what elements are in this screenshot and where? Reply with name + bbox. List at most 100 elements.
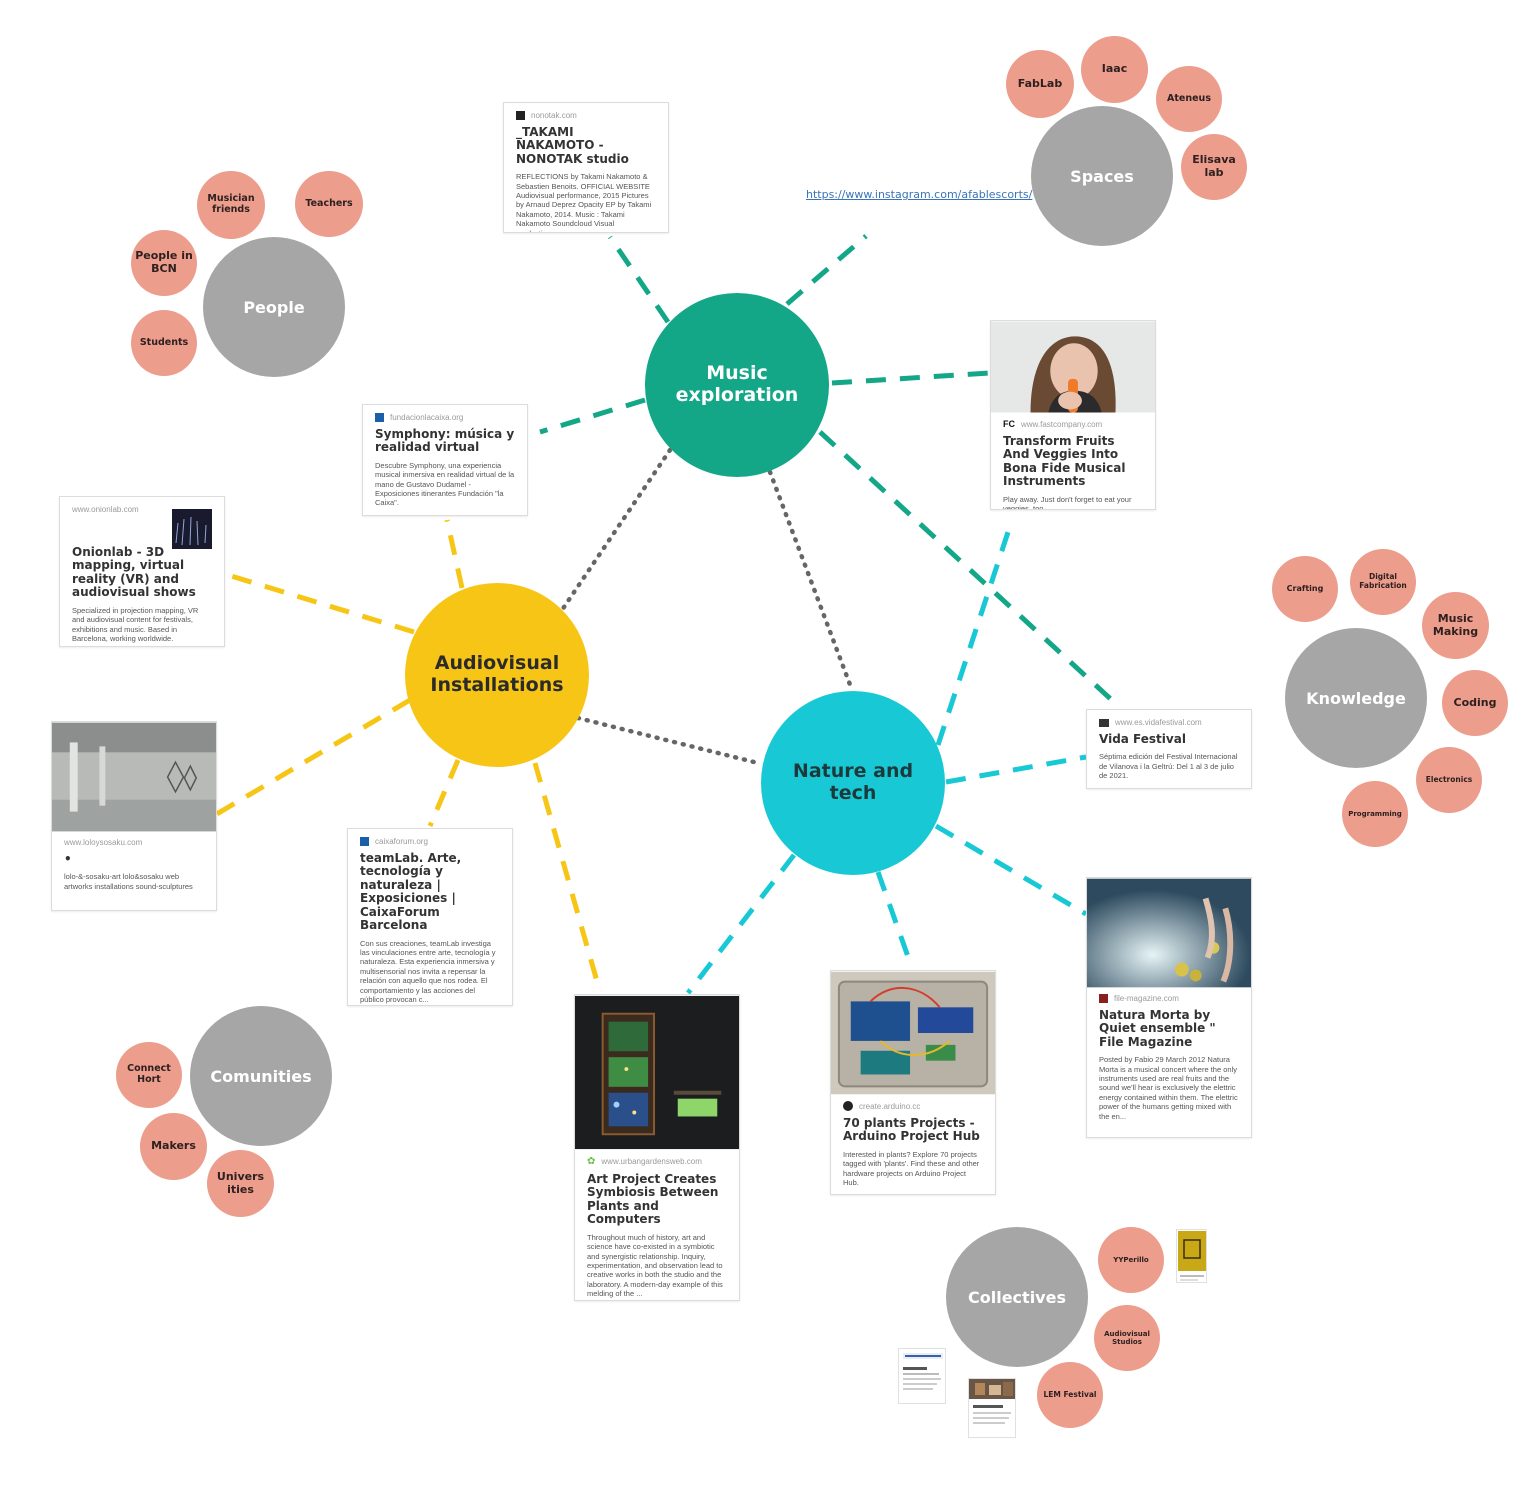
hub-nature-and-tech[interactable]: Nature and tech [761, 691, 945, 875]
item-label: Makers [151, 1139, 196, 1153]
group-spaces-label: Spaces [1070, 166, 1134, 186]
collectives-item-yyperillo[interactable]: YYPerillo [1098, 1227, 1164, 1293]
knowledge-item-crafting[interactable]: Crafting [1272, 556, 1338, 622]
card-nonotak[interactable]: nonotak.com _TAKAMI NAKAMOTO - NONOTAK s… [503, 102, 669, 233]
card-teamlab[interactable]: caixaforum.org teamLab. Arte, tecnología… [347, 828, 513, 1006]
mini-card-preview-image [969, 1379, 1015, 1424]
people-item-teachers[interactable]: Teachers [295, 171, 363, 237]
people-item-musician-friends[interactable]: Musician friends [197, 171, 265, 239]
comunities-item-universities[interactable]: Univers ities [207, 1150, 274, 1217]
card-file-magazine[interactable]: file-magazine.com Natura Morta by Quiet … [1086, 877, 1252, 1138]
people-item-people-in-bcn[interactable]: People in BCN [131, 230, 197, 296]
nature-spokes [686, 519, 1088, 995]
collectives-mini-card-bottom[interactable] [968, 1378, 1016, 1438]
card-title: • [64, 852, 72, 866]
group-collectives-label: Collectives [968, 1287, 1066, 1307]
card-urbangardens[interactable]: ✿www.urbangardensweb.com Art Project Cre… [574, 994, 740, 1301]
knowledge-item-programming[interactable]: Programming [1342, 781, 1408, 847]
card-description: Specialized in projection mapping, VR an… [72, 605, 199, 643]
spoke-audio-teamlab [427, 759, 461, 827]
card-source-text: www.es.vidafestival.com [1115, 718, 1202, 727]
item-label: Digital Fabrication [1359, 572, 1407, 590]
vida-logo-icon [1099, 718, 1109, 727]
card-onionlab[interactable]: www.onionlab.com Onionlab - 3D mapping, … [59, 496, 225, 647]
group-collectives[interactable]: Collectives [946, 1227, 1088, 1367]
card-description: lolo-&-sosaku-art lolo&sosaku web artwor… [64, 872, 193, 891]
card-source: fundacionlacaixa.org [375, 413, 515, 422]
card-source-text: create.arduino.cc [859, 1101, 921, 1111]
card-source: caixaforum.org [360, 837, 500, 846]
collectives-mini-card-poster[interactable] [1176, 1229, 1207, 1283]
lacaixa-star-icon [375, 413, 384, 422]
fastcompany-logo-icon: FC [1003, 419, 1015, 429]
spoke-nature-vida [945, 754, 1087, 785]
card-source: www.onionlab.com [72, 505, 212, 514]
item-label: FabLab [1017, 76, 1063, 90]
comunities-item-makers[interactable]: Makers [140, 1113, 207, 1180]
card-source-text: www.urbangardensweb.com [601, 1157, 702, 1166]
item-label: Ateneus [1167, 92, 1211, 104]
industrial-space-image [52, 722, 216, 832]
item-label: Elisava lab [1192, 153, 1236, 179]
spaces-item-ateneus[interactable]: Ateneus [1156, 66, 1222, 132]
card-symphony[interactable]: fundacionlacaixa.org Symphony: música y … [362, 404, 528, 516]
onionlab-thumbnail-image [172, 509, 212, 549]
link-music-nature [767, 469, 855, 693]
spoke-audio-urbangardens [532, 762, 603, 993]
card-loloysosaku[interactable]: www.loloysosaku.com • lolo-&-sosaku-art … [51, 721, 217, 911]
card-description: Descubre Symphony, una experiencia music… [375, 460, 515, 508]
card-source-text: www.onionlab.com [72, 505, 139, 514]
group-knowledge[interactable]: Knowledge [1285, 628, 1427, 768]
comunities-item-connect-hort[interactable]: Connect Hort [116, 1042, 182, 1108]
people-item-students[interactable]: Students [131, 310, 197, 376]
spoke-nature-file [934, 823, 1088, 917]
spaces-item-elisava-lab[interactable]: Elisava lab [1181, 134, 1247, 200]
group-comunities[interactable]: Comunities [190, 1006, 332, 1146]
knowledge-item-electronics[interactable]: Electronics [1416, 747, 1482, 813]
card-title: Vida Festival [1099, 732, 1186, 746]
item-label: Crafting [1286, 584, 1324, 594]
card-source: www.loloysosaku.com [64, 838, 204, 847]
card-source-text: caixaforum.org [375, 837, 428, 846]
card-source: www.es.vidafestival.com [1099, 718, 1239, 727]
hub-nature-label: Nature and tech [792, 760, 914, 804]
item-label: Univers ities [216, 1169, 265, 1196]
nonotak-favicon-icon [516, 111, 525, 120]
item-label: Music Making [1432, 611, 1479, 638]
collectives-item-lem-festival[interactable]: LEM Festival [1037, 1362, 1103, 1428]
knowledge-item-coding[interactable]: Coding [1442, 670, 1508, 736]
card-vida-festival[interactable]: www.es.vidafestival.com Vida Festival Sé… [1086, 709, 1252, 789]
hub-audiovisual-installations[interactable]: Audiovisual Installations [405, 583, 589, 767]
audiovisual-spokes [213, 519, 603, 993]
card-source-text: file-magazine.com [1114, 994, 1179, 1003]
item-label: Musician friends [207, 193, 255, 215]
item-label: Electronics [1425, 774, 1473, 784]
caixaforum-star-icon [360, 837, 369, 846]
spaces-item-fablab[interactable]: FabLab [1006, 50, 1074, 118]
knowledge-item-digital-fabrication[interactable]: Digital Fabrication [1350, 549, 1416, 615]
item-label: Teachers [305, 197, 353, 209]
group-people[interactable]: People [203, 237, 345, 377]
collectives-item-audiovisual-studios[interactable]: Audiovisual Studios [1094, 1305, 1160, 1371]
item-label: LEM Festival [1043, 1389, 1097, 1399]
hub-music-exploration[interactable]: Music exploration [645, 293, 829, 477]
spoke-audio-symphony [444, 519, 465, 589]
collectives-mini-card-left[interactable] [898, 1348, 946, 1404]
card-arduino[interactable]: create.arduino.cc 70 plants Projects - A… [830, 970, 996, 1195]
item-label: Audiovisual Studios [1104, 1329, 1150, 1346]
card-source-text: fundacionlacaixa.org [390, 413, 464, 422]
card-description: REFLECTIONS by Takami Nakamoto & Sebasti… [516, 172, 652, 232]
group-spaces[interactable]: Spaces [1031, 106, 1173, 246]
item-label: Connect Hort [127, 1063, 171, 1085]
card-source-text: www.loloysosaku.com [64, 838, 143, 847]
knowledge-item-music-making[interactable]: Music Making [1422, 592, 1489, 659]
spoke-nature-arduino [875, 871, 915, 969]
item-label: Programming [1348, 809, 1402, 818]
instagram-link[interactable]: https://www.instagram.com/afablescorts/ [806, 188, 1033, 201]
spaces-item-iaac[interactable]: Iaac [1081, 36, 1148, 103]
file-magazine-logo-icon [1099, 994, 1108, 1003]
card-description: Play away. Just don't forget to eat your… [1003, 494, 1132, 510]
